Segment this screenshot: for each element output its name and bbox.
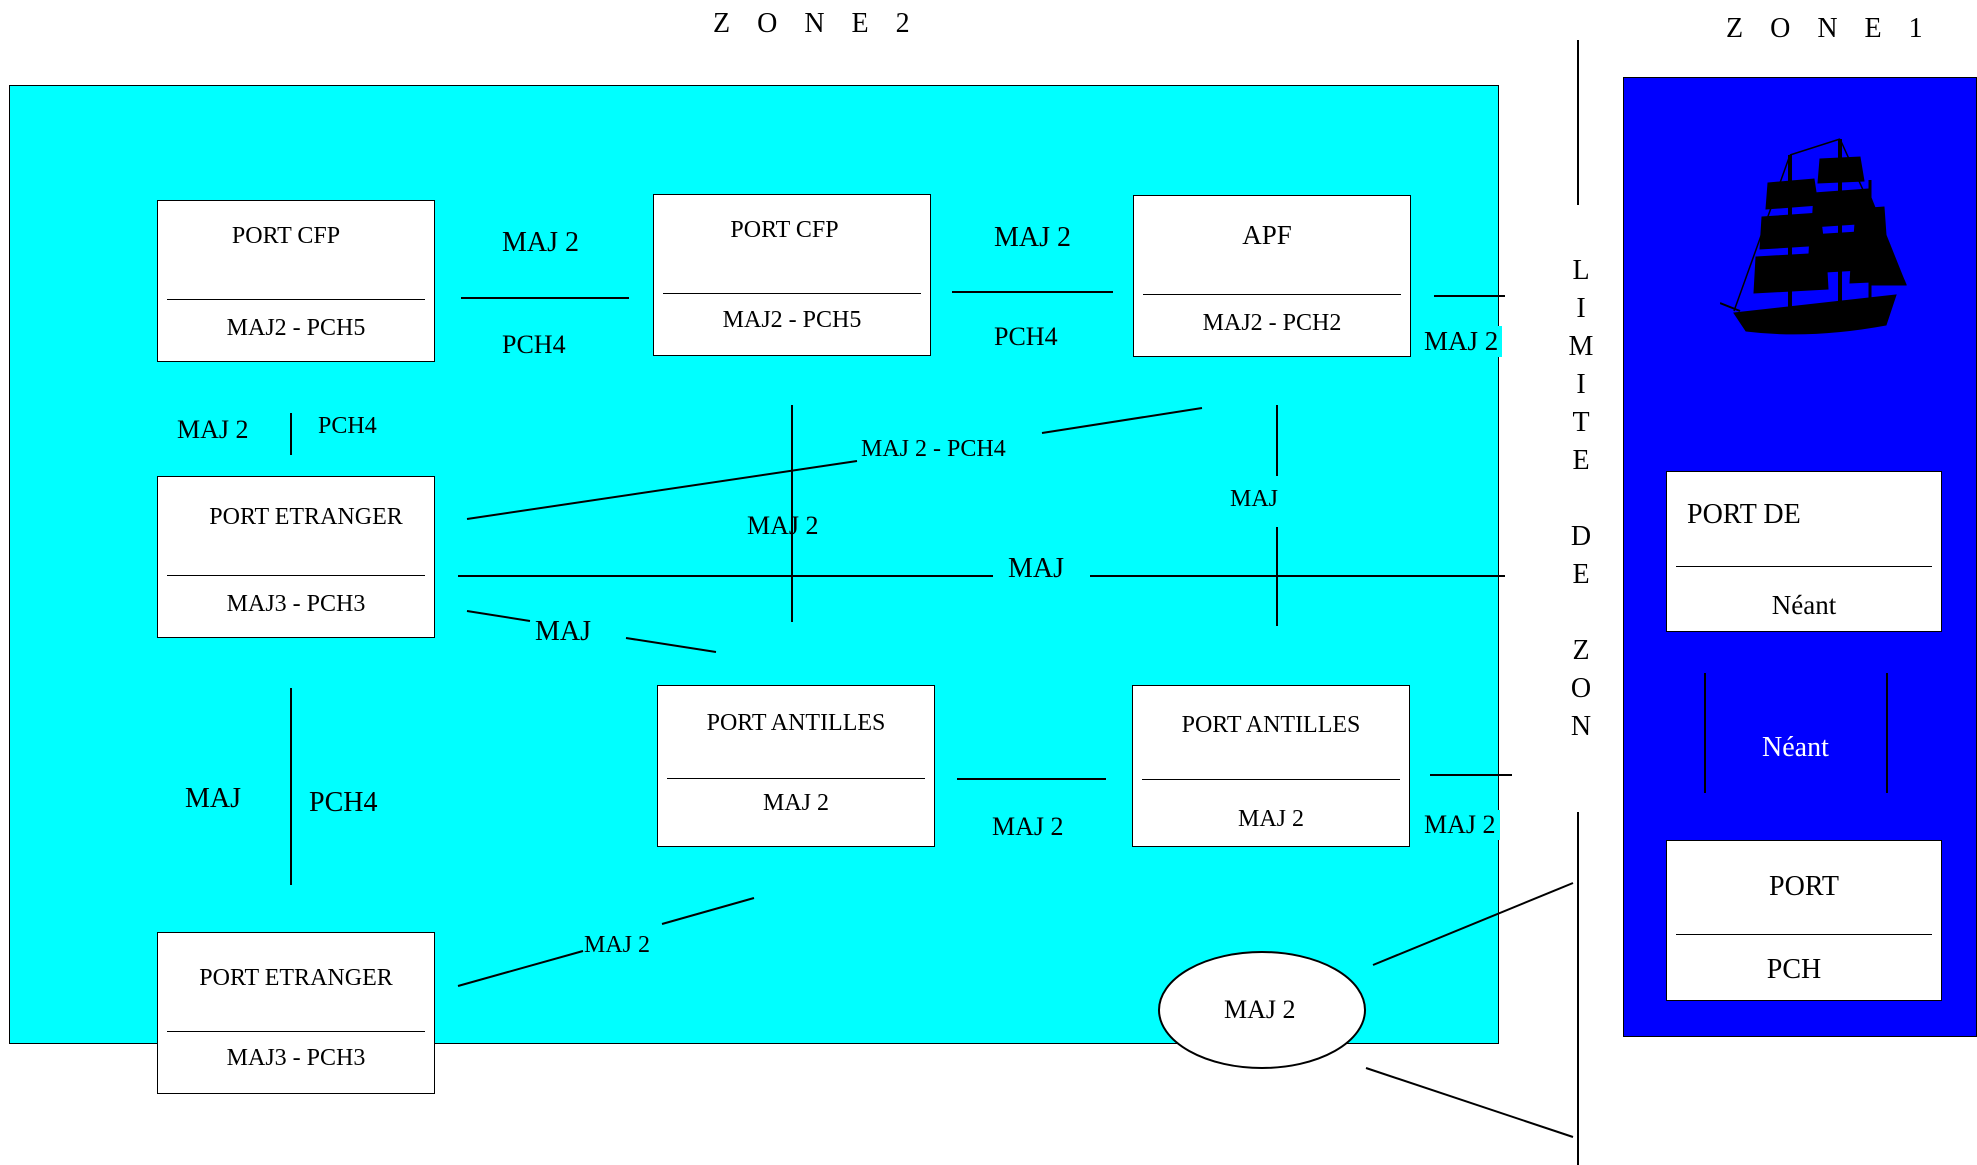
label-etranger-vertical-left: MAJ [185,783,242,814]
zone2-title: Z O N E 2 [713,8,920,39]
divider [1143,294,1401,295]
limit-letter [1561,594,1601,632]
label-cfp2-down: MAJ 2 [747,511,819,540]
box-port-cfp-2: PORT CFP MAJ2 - PCH5 [653,194,931,356]
box-port-antilles-2: PORT ANTILLES MAJ 2 [1132,685,1410,847]
sailing-ship-icon [1720,138,1907,335]
divider [167,575,425,576]
box-subtitle: MAJ 2 [762,790,829,816]
maj2-ellipse-shape [1158,951,1366,1069]
box-subtitle: Néant [1771,590,1837,620]
limit-letter: L [1572,255,1590,286]
divider [167,299,425,300]
divider [1676,566,1932,567]
divider [663,293,921,294]
box-port-de: PORT DE Néant [1666,471,1942,632]
box-subtitle: MAJ2 - PCH2 [1202,310,1342,336]
label-etranger-vertical-right: PCH4 [309,787,378,818]
limit-letter [1561,480,1601,518]
box-title: PORT CFP [231,223,341,249]
box-title: APF [1242,220,1292,250]
label-cfp1-etranger-left: MAJ 2 [177,415,249,444]
box-port: PORT PCH [1666,840,1942,1001]
label-cfp2-apf-bottom: PCH4 [994,322,1058,351]
box-apf: APF MAJ2 - PCH2 [1133,195,1411,357]
box-title: PORT ANTILLES [706,710,886,736]
divider [667,778,925,779]
box-port-cfp-1: PORT CFP MAJ2 - PCH5 [157,200,435,362]
label-apf-edge: MAJ 2 [1420,326,1503,357]
limit-letter: O [1570,673,1592,704]
label-cfp1-etranger-right: PCH4 [318,413,377,439]
box-subtitle: MAJ3 - PCH3 [226,591,366,617]
box-subtitle: MAJ2 - PCH5 [722,307,862,333]
limit-letter: E [1572,445,1590,476]
label-etranger-antilles: MAJ [535,616,592,647]
box-title: PORT ETRANGER [209,504,403,530]
box-title: PORT ANTILLES [1181,712,1361,738]
limit-letter: E [1561,746,1601,748]
label-cfp1-cfp2-bottom: PCH4 [502,330,566,359]
limit-letter: D [1570,521,1592,552]
divider [1676,934,1932,935]
box-subtitle: MAJ 2 [1237,806,1304,832]
box-subtitle: MAJ2 - PCH5 [226,315,366,341]
box-subtitle: PCH [1766,954,1822,985]
box-port-antilles-1: PORT ANTILLES MAJ 2 [657,685,935,847]
box-port-etranger-1: PORT ETRANGER MAJ3 - PCH3 [157,476,435,638]
box-title: PORT CFP [730,217,839,243]
label-zone1-between: Néant [1762,732,1829,763]
zone1-title: Z O N E 1 [1726,13,1933,44]
box-title: PORT DE [1687,499,1801,530]
box-port-etranger-2: PORT ETRANGER MAJ3 - PCH3 [157,932,435,1094]
divider [1142,779,1400,780]
label-etranger2-antilles1: MAJ 2 [584,932,651,958]
label-diag-etranger-apf: MAJ 2 - PCH4 [861,436,1006,462]
label-antilles2-edge: MAJ 2 [1420,810,1500,840]
limit-letter: Z [1572,635,1590,666]
ellipse-label: MAJ 2 [1224,995,1296,1024]
divider [167,1031,425,1032]
limit-letter: I [1576,369,1586,400]
limit-letter: I [1576,293,1586,324]
box-subtitle: MAJ3 - PCH3 [226,1045,366,1071]
limit-letter: M [1568,331,1594,362]
box-title: PORT ETRANGER [199,965,393,991]
box-title: PORT [1769,871,1839,902]
limit-letter: E [1572,559,1590,590]
label-cfp2-apf-top: MAJ 2 [994,222,1072,253]
label-cfp1-cfp2-top: MAJ 2 [502,227,580,258]
limit-letter: N [1570,711,1592,742]
limit-letter: T [1572,407,1590,438]
label-etranger-horizontal: MAJ [1000,555,1073,583]
label-antilles1-antilles2: MAJ 2 [992,812,1064,841]
label-apf-down: MAJ [1230,486,1279,512]
